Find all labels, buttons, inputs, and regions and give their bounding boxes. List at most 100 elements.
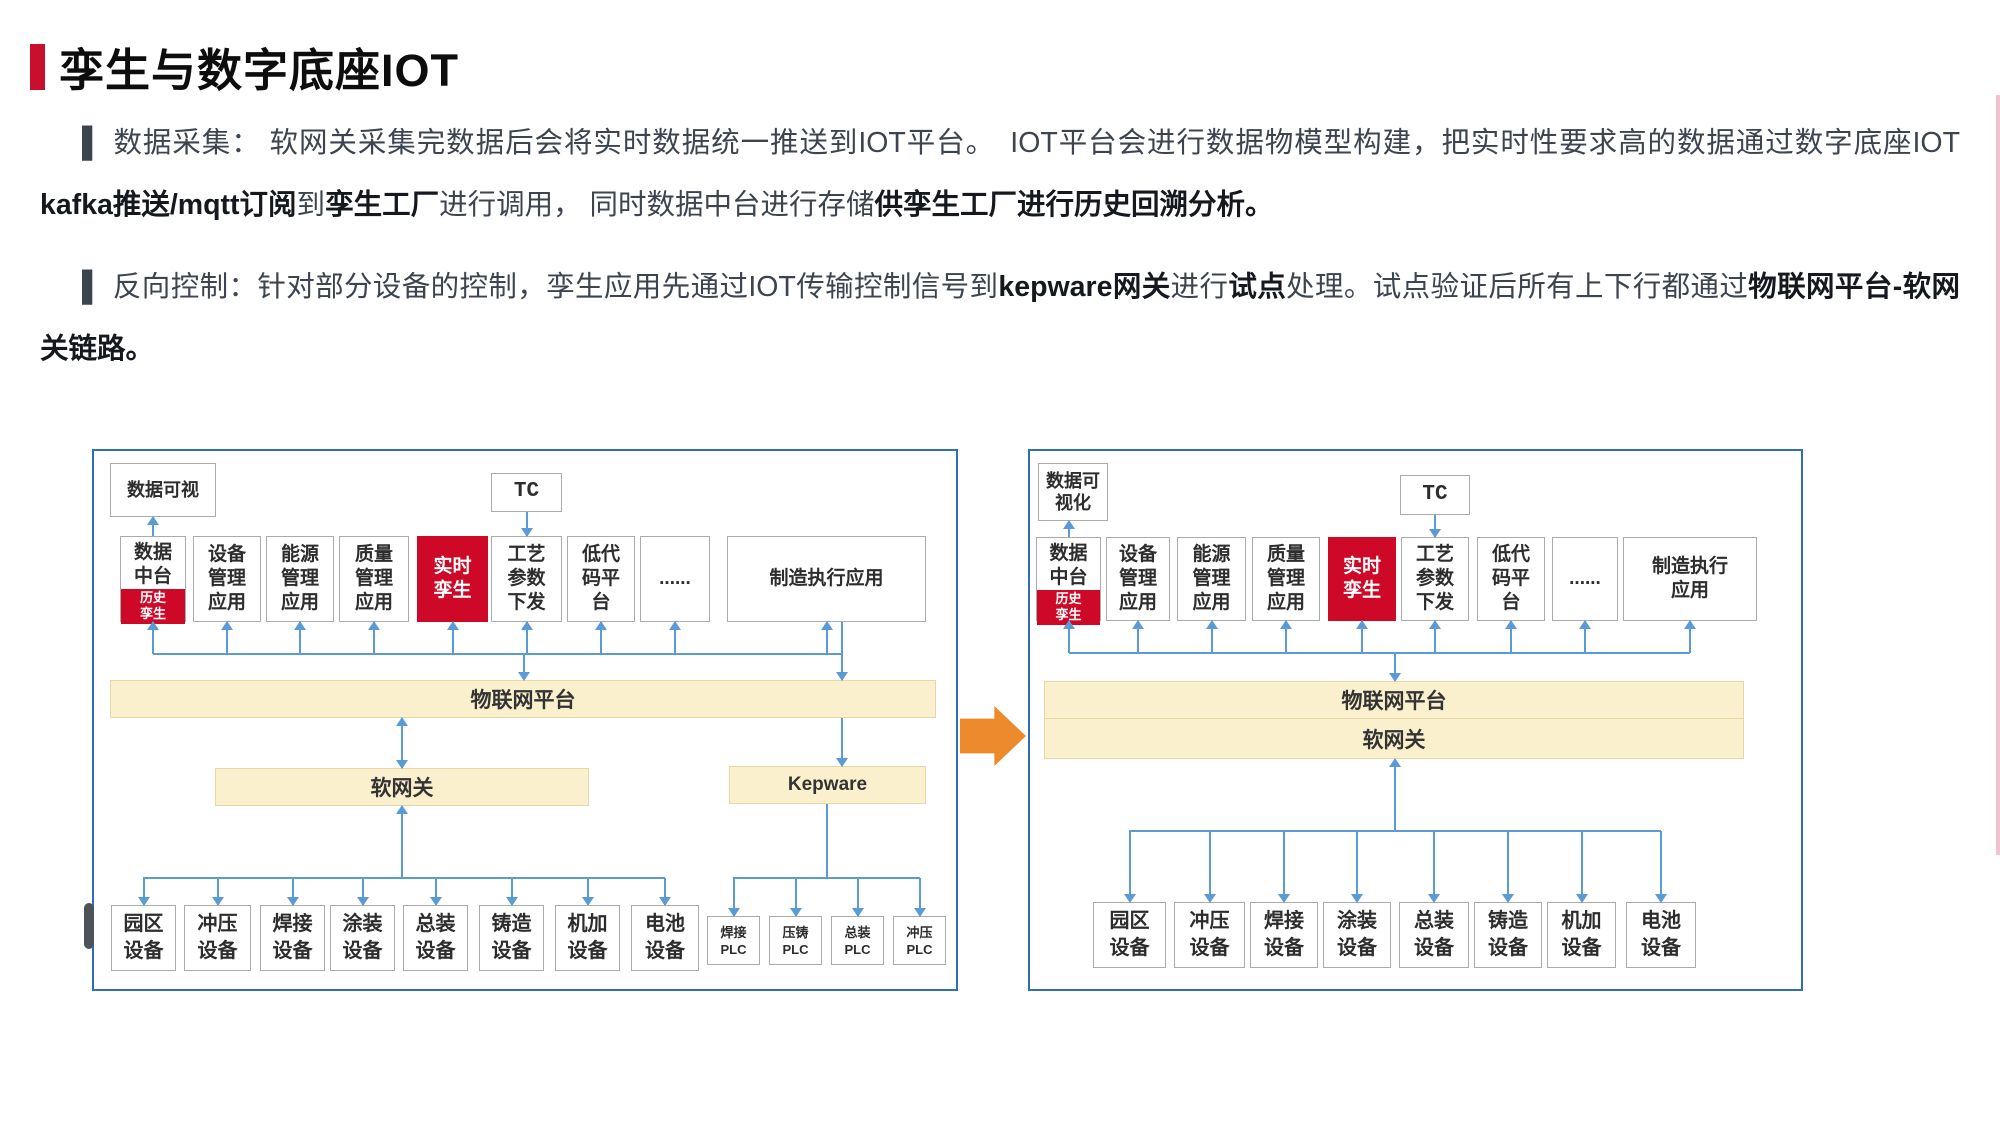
arrow-line xyxy=(1361,621,1363,653)
arrow-up-head xyxy=(1062,520,1075,529)
realtime-twin-box: 实时 孪生 xyxy=(417,536,488,622)
app-box: 工艺 参数 下发 xyxy=(491,536,562,622)
arrow-line xyxy=(1285,621,1287,653)
app-box: 制造执行 应用 xyxy=(1623,537,1757,621)
arrow-up-head xyxy=(820,621,833,630)
arrow-down-head xyxy=(1575,894,1588,903)
iot-platform-bar: 物联网平台 xyxy=(1044,681,1744,719)
history-twin-tag: 历史 孪生 xyxy=(1037,589,1100,625)
arrow-line xyxy=(841,622,843,680)
device-box: 电池 设备 xyxy=(631,905,699,971)
arrow-line xyxy=(373,622,375,654)
device-box: 铸造 设备 xyxy=(1474,902,1542,968)
arrow-line xyxy=(1283,831,1285,902)
arrow-down-head xyxy=(1203,894,1216,903)
arrow-line xyxy=(1434,515,1436,537)
app-box: 低代 码平 台 xyxy=(1477,537,1545,621)
arrow-line xyxy=(1067,621,1070,653)
arrow-down-head xyxy=(1428,894,1440,903)
paragraph: ▌反向控制：针对部分设备的控制，孪生应用先通过IOT传输控制信号到kepware… xyxy=(40,256,1960,380)
arrow-line xyxy=(226,622,228,654)
arrow-line xyxy=(523,654,525,680)
tc-box: TC xyxy=(491,473,562,512)
app-box: 制造执行应用 xyxy=(727,536,926,622)
arrow-line xyxy=(1394,653,1396,681)
arrow-line xyxy=(1137,621,1139,653)
arrow-line xyxy=(794,878,797,916)
arrow-line xyxy=(732,878,735,916)
title-accent-bar xyxy=(30,43,45,90)
text-segment: 孪生工厂 xyxy=(325,189,440,221)
soft-gateway-bar: 软网关 xyxy=(1044,718,1744,759)
arrow-line xyxy=(1584,621,1586,653)
device-box: 涂装 设备 xyxy=(330,905,395,971)
app-box: 质量 管理 应用 xyxy=(1252,537,1320,621)
app-box: 设备 管理 应用 xyxy=(1106,537,1170,621)
arrow-up-head xyxy=(1132,620,1144,629)
text-segment: kepware网关 xyxy=(998,271,1171,303)
arrow-up-head xyxy=(1389,758,1401,767)
connector-line xyxy=(153,653,842,655)
arrow-line xyxy=(152,517,154,536)
side-pill xyxy=(84,903,94,949)
arrow-line xyxy=(142,878,145,905)
device-box: 机加 设备 xyxy=(555,905,620,971)
arrow-down-head xyxy=(1278,894,1290,903)
text-segment: 进行调用， 同时数据中台进行存储 xyxy=(439,189,875,221)
text-segment: 进行 xyxy=(1170,271,1229,303)
app-box: 质量 管理 应用 xyxy=(339,536,409,622)
arrow-line xyxy=(1394,759,1396,831)
app-box: 工艺 参数 下发 xyxy=(1401,537,1469,621)
text-segment: 到 xyxy=(296,189,326,221)
app-box-label: 数据 中台 xyxy=(133,542,172,587)
device-box: 冲压 设备 xyxy=(184,905,251,971)
arrow-line xyxy=(361,878,364,905)
arrow-up-head xyxy=(1062,620,1075,629)
transform-arrow-icon xyxy=(960,706,1026,766)
arrow-up-head xyxy=(396,805,408,814)
app-box: 能源 管理 应用 xyxy=(1177,537,1246,621)
app-box: 能源 管理 应用 xyxy=(266,536,334,622)
page-title-row: 孪生与数字底座IOT xyxy=(30,34,459,99)
text-segment: kafka推送/mqtt订阅 xyxy=(40,189,297,221)
text-segment: 供孪生工厂进行历史回溯分析。 xyxy=(874,189,1274,221)
arrow-line xyxy=(825,622,828,654)
text-segment: 物联网平台-软网关链路。 xyxy=(40,271,1960,365)
plc-box: 冲压 PLC xyxy=(893,916,946,965)
arrow-down-head xyxy=(211,897,224,906)
arrow-line xyxy=(291,878,294,905)
device-box: 涂装 设备 xyxy=(1323,902,1391,968)
arrow-line xyxy=(826,804,828,878)
app-box: 低代 码平 台 xyxy=(567,536,635,622)
arrow-line xyxy=(401,718,403,768)
arrow-down-head xyxy=(137,897,150,906)
arrow-up-head xyxy=(1684,620,1696,629)
arrow-line xyxy=(856,878,859,916)
arrow-line xyxy=(918,878,921,916)
arrow-line xyxy=(841,718,843,766)
plc-box: 压铸 PLC xyxy=(769,916,822,965)
arrow-line xyxy=(216,878,219,905)
soft-gateway-bar: 软网关 xyxy=(215,768,589,806)
arrow-down-head xyxy=(1429,529,1441,538)
text-segment: 数据采集： 软网关采集完数据后会将实时数据统一推送到IOT平台。 IOT平台会进… xyxy=(112,127,1960,159)
paragraph-marker: ▌ xyxy=(82,271,103,303)
arrow-up-head xyxy=(368,621,380,630)
text-segment: 处理。试点验证后所有上下行都通 xyxy=(1286,271,1720,303)
arrow-line xyxy=(1580,831,1583,902)
arrow-up-head xyxy=(446,621,459,630)
arrow-up-head xyxy=(1356,620,1368,629)
app-box-label: 数据 中台 xyxy=(1049,543,1088,588)
device-box: 机加 设备 xyxy=(1547,902,1616,968)
arrow-down-head xyxy=(1123,894,1136,903)
plc-box: 焊接 PLC xyxy=(707,916,760,965)
arrow-down-head xyxy=(396,760,408,769)
arrow-line xyxy=(525,622,528,654)
arrow-up-head xyxy=(221,621,233,630)
arrow-down-head xyxy=(913,908,926,917)
arrow-up-head xyxy=(1505,620,1517,629)
arrow-line xyxy=(299,622,301,654)
arrow-down-head xyxy=(286,897,299,906)
device-box: 总装 设备 xyxy=(403,905,468,971)
